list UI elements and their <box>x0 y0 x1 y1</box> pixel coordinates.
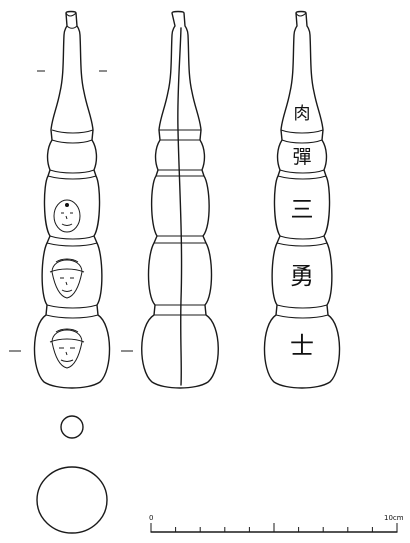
inscription-char: 士 <box>290 332 314 360</box>
side-view-outline <box>141 10 219 389</box>
front-view <box>9 10 133 389</box>
inscribed-view: 肉 彈 三 勇 士 <box>263 10 341 389</box>
inscription-char: 肉 <box>294 104 311 124</box>
face-drawing <box>53 199 81 233</box>
upper-cross-section <box>60 415 84 439</box>
side-view <box>141 10 219 389</box>
scale-bar: 0 10cm <box>149 514 404 533</box>
scale-start-label: 0 <box>149 514 153 522</box>
face-with-cap-drawing <box>49 328 85 369</box>
inscription-char: 勇 <box>290 262 314 290</box>
inscription-char: 三 <box>291 197 314 223</box>
side-view-section-line <box>177 27 183 386</box>
face-with-cap-drawing <box>49 258 85 299</box>
lower-cross-section <box>36 466 108 534</box>
scale-end-label: 10cm <box>384 514 404 522</box>
inscription-char: 彈 <box>292 146 311 168</box>
inscribed-view-outline <box>263 10 341 389</box>
front-view-outline <box>33 10 111 389</box>
